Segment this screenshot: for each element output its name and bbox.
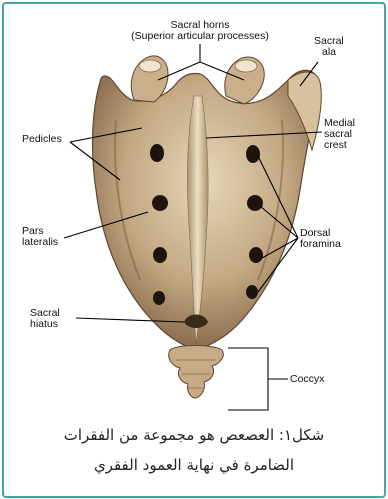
label-pedicles: Pedicles — [22, 134, 62, 145]
label-pars-lateralis: Pars lateralis — [22, 226, 58, 248]
foramen-right-2 — [247, 195, 263, 211]
label-sacral-ala-line2: ala — [314, 47, 344, 58]
label-sacral-horns-line2: (Superior articular processes) — [114, 31, 286, 42]
foramen-left-1 — [150, 144, 164, 162]
sacrum-drawing — [0, 0, 388, 420]
label-sacral-ala: Sacral ala — [314, 36, 344, 58]
label-pedicles-text: Pedicles — [22, 133, 62, 145]
foramen-right-4 — [246, 285, 258, 299]
label-coccyx: Coccyx — [290, 374, 324, 385]
label-dorsal-foramina: Dorsal foramina — [300, 228, 341, 250]
sacrum-illustration: Sacral horns (Superior articular process… — [0, 0, 388, 420]
foramen-right-1 — [246, 145, 260, 163]
foramen-left-2 — [152, 195, 168, 211]
caption-line-1: شكل١: العصعص هو مجموعة من الفقرات — [0, 426, 388, 444]
label-medial-sacral-crest: Medial sacral crest — [324, 118, 355, 151]
label-medial-line3: crest — [324, 140, 355, 151]
foramen-left-3 — [153, 247, 167, 263]
right-horn-facet — [235, 60, 257, 72]
label-coccyx-text: Coccyx — [290, 373, 324, 385]
left-horn-facet — [139, 60, 161, 72]
label-sacral-horns: Sacral horns (Superior articular process… — [114, 20, 286, 42]
foramen-right-3 — [249, 247, 263, 263]
label-dorsal-line2: foramina — [300, 239, 341, 250]
label-hiatus-line2: hiatus — [30, 319, 60, 330]
coccyx — [169, 346, 224, 399]
label-pars-line2: lateralis — [22, 237, 58, 248]
foramen-left-4 — [153, 291, 165, 305]
caption-line-2: الضامرة في نهاية العمود الفقري — [0, 456, 388, 474]
label-sacral-hiatus: Sacral hiatus — [30, 308, 60, 330]
